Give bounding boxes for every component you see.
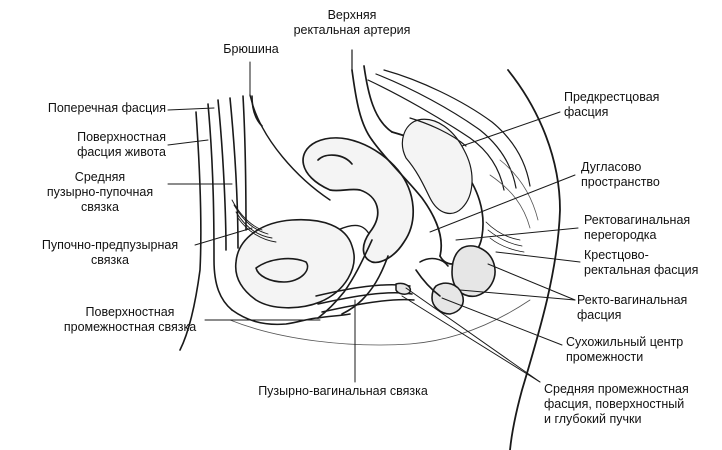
umbilicovesical-fibres [231,199,277,243]
label-vesicovaginal-ligament: Пузырно-вагинальная связка [258,384,428,398]
sacrorectal-fibres [485,221,525,253]
presacral-layers [367,69,531,191]
abdominal-wall [179,95,263,351]
label-peritoneum: Брюшина [223,42,279,56]
label-sacrorectal-fascia: Крестцово- ректальная фасция [584,248,699,277]
leader-lines [167,61,581,383]
posterior-contour [507,69,561,450]
label-presacral-fascia: Предкрестцовая фасция [564,90,660,119]
uterus [302,137,414,264]
label-superficial-abdominal-fascia: Поверхностная фасция живота [77,130,166,159]
label-median-umbilical-ligament: Средняя пузырно-пупочная связка [46,170,154,214]
label-transversal-fascia: Поперечная фасция [47,101,166,115]
label-douglas-space: Дугласово пространство [581,160,660,189]
label-superficial-perineal-ligament: Поверхностная промежностная связка [63,305,197,334]
anal-structures [415,245,496,315]
label-rectovaginal-fascia: Ректо-вагинальная фасция [577,293,688,322]
label-rectovaginal-septum: Ректовагинальная перегородка [584,213,691,242]
label-umbilicovesical-ligament: Пупочно-предпузырная связка [41,238,179,267]
skin-lower [231,309,319,326]
label-middle-perineal-fascia: Средняя промежностная фасция, поверхност… [544,382,689,426]
bladder [234,218,355,309]
label-sup-rectal-artery: Верхняя ректальная артерия [293,8,411,37]
label-perineal-body: Сухожильный центр промежности [566,335,684,364]
rectum [351,65,484,265]
perineal-bands [315,282,415,313]
